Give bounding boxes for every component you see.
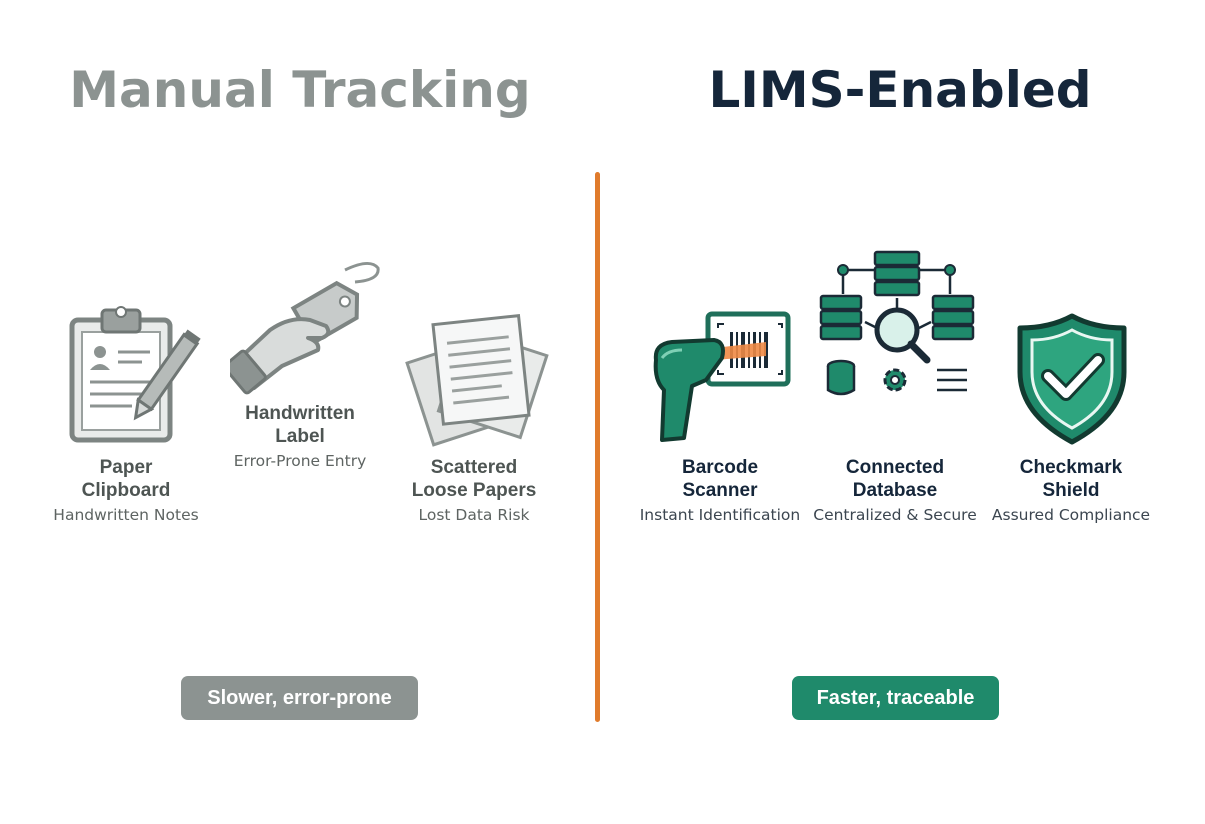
item-name-line1: Paper <box>99 457 153 478</box>
papers-icon <box>400 310 550 450</box>
item-name-line2: Loose Papers <box>411 480 537 501</box>
item-desc: Assured Compliance <box>991 506 1151 524</box>
item-name-line1: Barcode <box>681 457 759 478</box>
loose-papers-label: Scattered Loose Papers Lost Data Risk <box>374 456 574 525</box>
item-name-line2: Scanner <box>682 480 758 501</box>
slower-badge: Slower, error-prone <box>181 676 418 720</box>
checkmark-shield-label: Checkmark Shield Assured Compliance <box>971 456 1171 525</box>
item-name-line1: Handwritten <box>245 403 355 424</box>
handwritten-label-label: Handwritten Label Error-Prone Entry <box>200 402 400 471</box>
hand-tag-icon <box>230 258 390 398</box>
center-divider <box>595 172 600 722</box>
item-name-line1: Checkmark <box>1019 457 1123 478</box>
connected-database-label: Connected Database Centralized & Secure <box>795 456 995 525</box>
manual-tracking-title: Manual Tracking <box>69 61 531 119</box>
item-name-line2: Database <box>852 480 938 501</box>
item-desc: Handwritten Notes <box>53 506 199 524</box>
clipboard-icon <box>62 300 202 450</box>
item-name-line2: Clipboard <box>81 480 171 501</box>
lims-enabled-title: LIMS-Enabled <box>708 61 1092 119</box>
faster-badge: Faster, traceable <box>792 676 999 720</box>
item-name-line2: Label <box>275 426 325 447</box>
item-name-line2: Shield <box>1042 480 1100 501</box>
item-desc: Centralized & Secure <box>813 506 977 524</box>
shield-check-icon <box>1012 312 1132 447</box>
barcode-scanner-label: Barcode Scanner Instant Identification <box>620 456 820 525</box>
item-desc: Lost Data Risk <box>418 506 530 524</box>
paper-clipboard-label: Paper Clipboard Handwritten Notes <box>26 456 226 525</box>
item-desc: Instant Identification <box>639 506 801 524</box>
database-network-icon <box>815 248 980 408</box>
barcode-scanner-icon <box>648 310 793 450</box>
item-desc: Error-Prone Entry <box>233 452 367 470</box>
item-name-line1: Scattered <box>430 457 518 478</box>
item-name-line1: Connected <box>845 457 945 478</box>
